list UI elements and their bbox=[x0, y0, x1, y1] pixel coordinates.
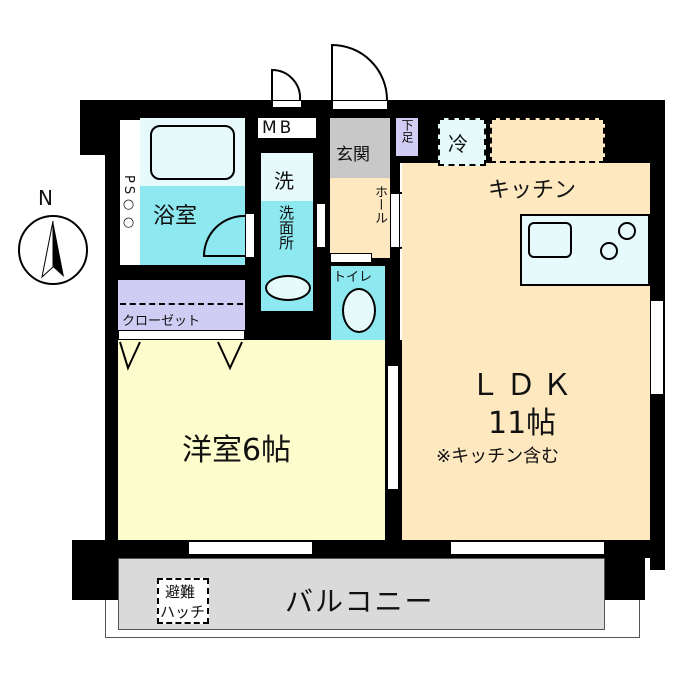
stove-burner-icon bbox=[600, 242, 618, 260]
bathroom bbox=[140, 186, 245, 265]
hatch-label-1: 避難 bbox=[165, 583, 196, 601]
washer-label: 洗 bbox=[274, 169, 294, 193]
western-room-label: 洋室6帖 bbox=[182, 433, 292, 468]
compass bbox=[18, 215, 88, 285]
mb-label: MB bbox=[262, 118, 295, 138]
ps-label: PS○○ bbox=[121, 175, 136, 234]
wash-basin bbox=[265, 275, 311, 301]
hall bbox=[330, 178, 390, 258]
bath-door[interactable] bbox=[245, 213, 255, 258]
ldk-window[interactable] bbox=[650, 300, 664, 395]
wall-bottom-left-block bbox=[72, 540, 118, 600]
kitchen-upper bbox=[490, 118, 605, 163]
closet-doors[interactable] bbox=[118, 330, 245, 340]
ps-shaft bbox=[120, 160, 138, 265]
toilet-door[interactable] bbox=[330, 253, 372, 263]
kitchen-sink bbox=[528, 222, 572, 258]
closet-dashed-line bbox=[120, 303, 243, 305]
hall-label: ホール bbox=[372, 185, 387, 224]
ldk-size-label: 11帖 bbox=[488, 406, 557, 441]
western-window[interactable] bbox=[188, 541, 313, 555]
washer-space bbox=[261, 153, 313, 201]
bathtub bbox=[150, 125, 235, 180]
toilet-label: トイレ bbox=[333, 270, 373, 285]
balcony-label: バルコニー bbox=[285, 585, 435, 618]
washroom-label: 洗面所 bbox=[277, 205, 295, 250]
western-sliding-door[interactable] bbox=[387, 365, 399, 490]
ldk-label: ＬＤＫ bbox=[470, 368, 578, 403]
entrance-label: 玄関 bbox=[336, 145, 370, 165]
bath-door-swing bbox=[202, 214, 246, 257]
door-mb[interactable] bbox=[272, 100, 302, 108]
wall-bottom-right-block bbox=[605, 540, 645, 600]
door-entrance[interactable] bbox=[332, 100, 388, 110]
fridge-space bbox=[438, 118, 486, 166]
toilet-bowl bbox=[342, 288, 376, 333]
stove-burner-icon bbox=[618, 222, 636, 240]
closet-label: クローゼット bbox=[122, 314, 201, 329]
entrance bbox=[330, 118, 390, 178]
wall-left bbox=[105, 100, 120, 560]
balcony-rail bbox=[105, 600, 640, 638]
bathroom-label: 浴室 bbox=[153, 204, 198, 229]
compass-north-label: N bbox=[38, 186, 53, 210]
shoe-cabinet bbox=[396, 118, 418, 156]
wall-top bbox=[80, 100, 665, 120]
washroom-door[interactable] bbox=[316, 203, 326, 248]
hall-door[interactable] bbox=[390, 193, 400, 248]
ldk-balcony-window[interactable] bbox=[450, 541, 605, 555]
hatch-label-2: ハッチ bbox=[160, 603, 206, 621]
closet-door-swings bbox=[119, 341, 243, 371]
western-room bbox=[118, 340, 385, 540]
fridge-label: 冷 bbox=[448, 132, 468, 156]
evacuation-hatch bbox=[157, 578, 209, 624]
shoe-cabinet-label: 下足 bbox=[400, 119, 414, 143]
closet bbox=[118, 280, 245, 330]
kitchen-label: キッチン bbox=[488, 178, 577, 203]
compass-needle-icon bbox=[41, 220, 64, 279]
ldk-note: ※キッチン含む bbox=[436, 446, 560, 467]
mb-box bbox=[258, 118, 316, 138]
